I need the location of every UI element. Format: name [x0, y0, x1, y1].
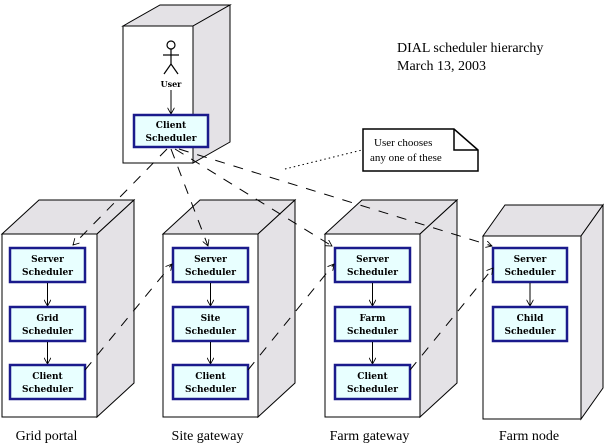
scheduler-label-line2: Scheduler: [347, 268, 398, 278]
scheduler-box[interactable]: [8, 363, 87, 401]
user-actor-icon: [163, 40, 179, 75]
node-0: ServerSchedulerGridSchedulerClientSchedu…: [0, 198, 136, 444]
diagram-date: March 13, 2003: [397, 59, 486, 74]
scheduler-label-line1: Grid: [36, 314, 59, 324]
scheduler-box[interactable]: [333, 363, 412, 401]
choose-scheduler-link: [73, 148, 168, 245]
node-side: [580, 203, 604, 421]
node-label: Grid portal: [16, 429, 78, 444]
diagram-title: DIAL scheduler hierarchy: [397, 41, 543, 56]
scheduler-label-line2: Scheduler: [22, 385, 73, 395]
scheduler-label-line2: Scheduler: [185, 268, 236, 278]
user-client-scheduler-line2: Scheduler: [146, 134, 197, 144]
note-line2: any one of these: [370, 152, 442, 164]
scheduler-box[interactable]: [491, 305, 569, 343]
scheduler-box[interactable]: [171, 246, 250, 284]
node-label: Farm gateway: [330, 429, 410, 444]
node-side: [419, 198, 458, 419]
scheduler-box[interactable]: [8, 246, 87, 284]
node-label: Site gateway: [172, 429, 244, 444]
choose-scheduler-link: [178, 148, 492, 246]
user-actor-label: User: [161, 79, 183, 89]
scheduler-label-line2: Scheduler: [185, 327, 236, 337]
user-client-scheduler-box[interactable]: [132, 113, 210, 149]
scheduler-label-line2: Scheduler: [185, 385, 236, 395]
user-client-scheduler-line1: Client: [156, 121, 187, 131]
scheduler-label-line2: Scheduler: [22, 327, 73, 337]
scheduler-label-line1: Client: [32, 372, 63, 382]
scheduler-label-line1: Child: [517, 314, 545, 324]
client-to-server-link: [409, 268, 493, 371]
note-callout: User chooses any one of these: [284, 128, 479, 172]
note-shape: [362, 128, 479, 172]
scheduler-box[interactable]: [171, 363, 250, 401]
scheduler-label-line1: Client: [357, 372, 388, 382]
client-to-server-link: [84, 264, 172, 371]
note-fold: [453, 129, 478, 151]
node-side: [257, 198, 296, 419]
scheduler-label-line1: Server: [514, 255, 547, 265]
scheduler-label-line1: Server: [194, 255, 227, 265]
nodes-layer: ServerSchedulerGridSchedulerClientSchedu…: [0, 198, 604, 444]
scheduler-label-line2: Scheduler: [505, 327, 556, 337]
scheduler-box[interactable]: [491, 246, 569, 284]
links-layer: [73, 148, 493, 371]
scheduler-label-line1: Client: [195, 372, 226, 382]
client-to-server-link: [247, 264, 334, 371]
scheduler-label-line1: Server: [31, 255, 64, 265]
node-2: ServerSchedulerFarmSchedulerClientSchedu…: [323, 198, 459, 444]
note-anchor-line: [284, 149, 363, 170]
node-side: [96, 198, 135, 419]
scheduler-box[interactable]: [171, 305, 250, 343]
note-line1: User chooses: [374, 137, 432, 149]
node-label: Farm node: [499, 429, 559, 444]
choose-scheduler-link: [174, 148, 332, 246]
scheduler-label-line1: Farm: [360, 314, 386, 324]
scheduler-box[interactable]: [333, 305, 412, 343]
scheduler-label-line2: Scheduler: [347, 327, 398, 337]
scheduler-box[interactable]: [8, 305, 87, 343]
scheduler-box[interactable]: [333, 246, 412, 284]
scheduler-label-line1: Server: [356, 255, 389, 265]
scheduler-label-line2: Scheduler: [22, 268, 73, 278]
scheduler-label-line2: Scheduler: [505, 268, 556, 278]
scheduler-label-line1: Site: [201, 314, 221, 324]
node-1: ServerSchedulerSiteSchedulerClientSchedu…: [161, 198, 297, 444]
user-node: User Client Scheduler: [121, 4, 232, 164]
scheduler-label-line2: Scheduler: [347, 385, 398, 395]
